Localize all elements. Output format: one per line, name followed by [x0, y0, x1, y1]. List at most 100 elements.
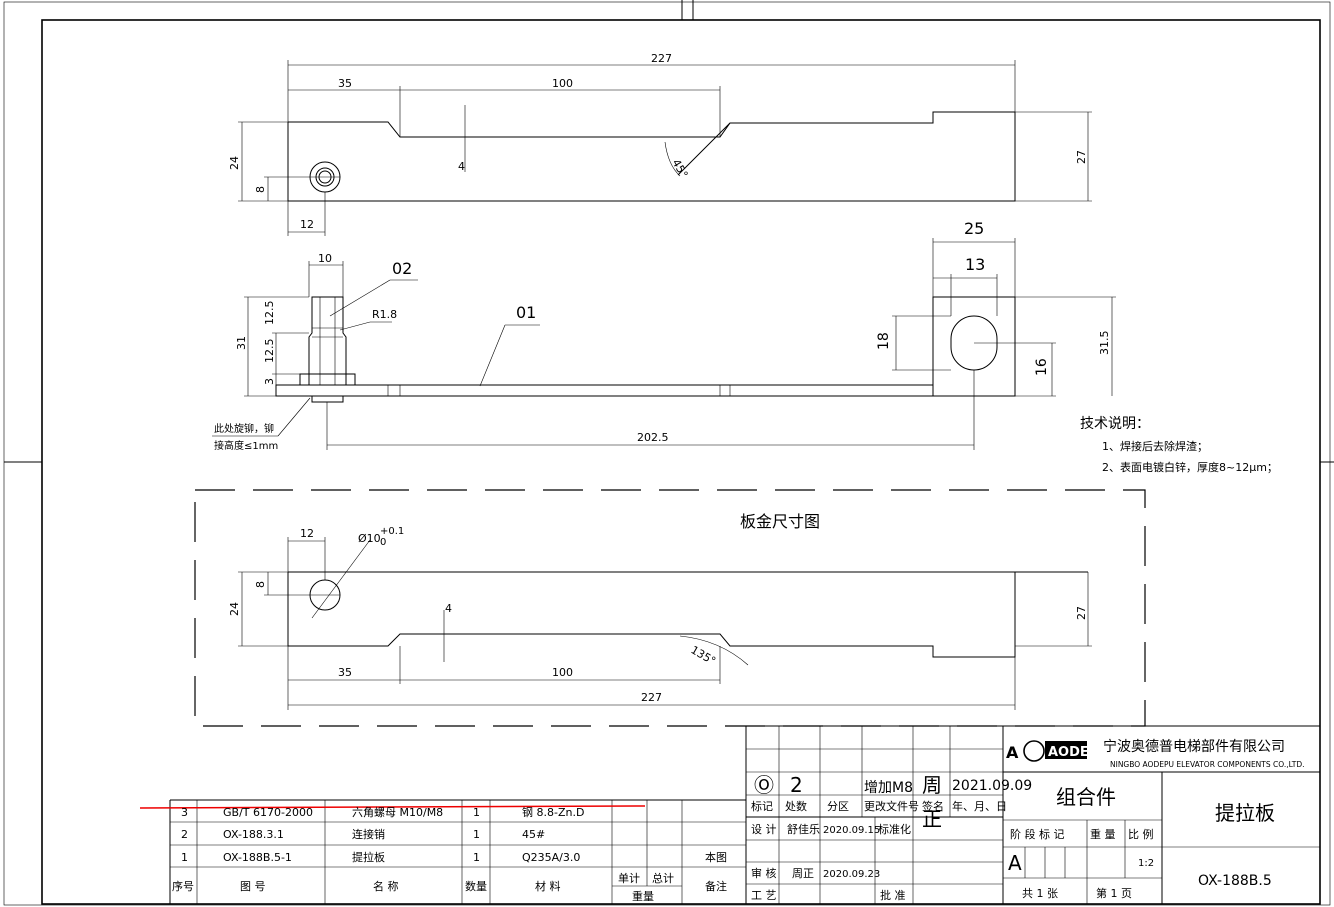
bom-header-name: 名 称 [373, 879, 399, 893]
blank-dim-100: 100 [552, 666, 573, 679]
dim-25: 25 [964, 219, 984, 238]
blank-dim-27: 27 [1075, 606, 1088, 620]
dim-100: 100 [552, 77, 573, 90]
label-01: 01 [516, 303, 536, 322]
dim-27: 27 [1075, 150, 1088, 164]
bom-header-total: 总计 [652, 871, 674, 885]
blank-dim-12: 12 [300, 527, 314, 540]
blank-dim-4: 4 [445, 602, 452, 615]
sign-review-date: 2020.09.23 [823, 869, 880, 880]
bom-cell-mat: 钢 8.8-Zn.D [522, 806, 584, 819]
rev-label-sign: 签名 [922, 799, 944, 813]
blank-view: 板金尺寸图 12 Ø10 +0.1 0 8 24 4 27 35 100 227 [194, 489, 1146, 727]
top-view: 227 35 100 4 45° 24 8 12 27 [228, 52, 1092, 236]
blank-dim-8: 8 [254, 581, 267, 588]
blank-dim-35: 35 [338, 666, 352, 679]
sign-design-label: 设 计 [751, 823, 777, 836]
dim-16: 16 [1034, 358, 1050, 376]
company-name-en: NINGBO AODEPU ELEVATOR COMPONENTS CO.,LT… [1110, 760, 1305, 769]
dim-227: 227 [651, 52, 672, 65]
scale-value: 1:2 [1138, 858, 1154, 869]
drawing-number: OX-188B.5 [1198, 873, 1272, 889]
dim-10: 10 [318, 252, 332, 265]
logo-a: A [1006, 743, 1019, 762]
sign-designer: 舒佳乐 [787, 822, 820, 836]
rev-zone: 增加M8 [864, 780, 913, 796]
bom-cell-name: 提拉板 [352, 850, 385, 864]
company-name-cn: 宁波奥德普电梯部件有限公司 [1103, 738, 1285, 755]
dim-3: 3 [263, 378, 276, 385]
bom-header-weight: 重量 [632, 889, 654, 903]
logo-text: AODEPU [1048, 745, 1109, 760]
blank-dim-tol: +0.1 [380, 526, 404, 537]
dim-35: 35 [338, 77, 352, 90]
blank-view-title: 板金尺寸图 [740, 512, 820, 531]
bom-header-unit: 单计 [618, 872, 640, 885]
rivet-note-line1: 此处旋铆，铆 [214, 422, 274, 435]
scale-label: 比 例 [1128, 827, 1154, 841]
rev-label-zone: 分区 [827, 800, 849, 813]
stage-label: 阶 段 标 记 [1010, 827, 1065, 841]
sheets-total: 共 1 张 [1022, 887, 1058, 900]
rev-label-count: 处数 [785, 800, 807, 813]
bom-header-mat: 材 料 [535, 879, 561, 893]
bom-cell-qty: 1 [473, 828, 480, 841]
sign-process-label: 工 艺 [751, 889, 777, 902]
weight-label: 重 量 [1090, 827, 1116, 841]
dim-12-5b: 12.5 [263, 339, 276, 364]
tech-notes-title: 技术说明： [1080, 416, 1150, 432]
blank-dim-135: 135° [689, 643, 718, 668]
dim-8: 8 [254, 186, 267, 193]
bom-cell-no: 2 [181, 828, 188, 841]
dim-202-5: 202.5 [637, 431, 669, 444]
bom-header-code: 图 号 [240, 880, 266, 893]
bom-cell-name: 六角螺母 M10/M8 [352, 806, 443, 819]
blank-dim-hole: Ø10 [358, 532, 381, 545]
tech-notes: 技术说明： 1、焊接后去除焊渣； 2、表面电镀白锌，厚度8~12μm； [1080, 416, 1278, 474]
sign-review-label: 审 核 [751, 866, 777, 880]
bom-cell-qty: 1 [473, 806, 480, 819]
part-name: 提拉板 [1215, 801, 1275, 825]
rev-date: 2021.09.09 [952, 778, 1032, 794]
side-view: 10 02 R1.8 01 12.5 12.5 31 3 25 13 18 16… [212, 219, 1116, 452]
bom-cell-no: 3 [181, 806, 188, 819]
bom-cell-note: 本图 [705, 850, 727, 864]
blank-dim-tol0: 0 [380, 537, 386, 548]
bom-cell-mat: 45# [522, 828, 545, 841]
bom-cell-mat: Q235A/3.0 [522, 851, 580, 864]
dim-r18: R1.8 [372, 308, 397, 321]
company-logo: A AODEPU [1006, 740, 1109, 762]
dim-13: 13 [965, 255, 985, 274]
dim-45: 45° [669, 157, 690, 180]
sign-reviewer: 周正 [792, 867, 814, 880]
dim-12: 12 [300, 218, 314, 231]
stage-value: A [1008, 851, 1022, 875]
rev-mark: Ⓞ [754, 773, 774, 797]
title-block: A AODEPU 宁波奥德普电梯部件有限公司 NINGBO AODEPU ELE… [1003, 738, 1320, 904]
rivet-note-line2: 接高度≤1mm [214, 439, 278, 452]
blank-dim-24: 24 [228, 602, 241, 616]
blank-dim-227: 227 [641, 691, 662, 704]
dim-31-5: 31.5 [1098, 331, 1111, 356]
bom-header-no: 序号 [172, 879, 194, 893]
bom-cell-code: OX-188.3.1 [223, 828, 284, 841]
bom-cell-qty: 1 [473, 851, 480, 864]
dim-4: 4 [458, 160, 465, 173]
rev-signer: 周 [922, 773, 942, 797]
tech-note-1: 1、焊接后去除焊渣； [1102, 439, 1208, 453]
rev-label-file: 更改文件号 [864, 799, 919, 813]
dim-12-5a: 12.5 [263, 301, 276, 326]
bom-header-note: 备注 [705, 879, 727, 893]
outer-frame [3, 1, 1331, 906]
bom-cell-code: OX-188B.5-1 [223, 851, 292, 864]
dim-18: 18 [876, 332, 892, 350]
sign-design-date: 2020.09.15 [823, 825, 880, 836]
bom-cell-code: GB/T 6170-2000 [223, 806, 313, 819]
label-02: 02 [392, 259, 412, 278]
rev-label-mark: 标记 [751, 799, 773, 813]
dim-31: 31 [235, 336, 248, 350]
bom-header-qty: 数量 [465, 880, 487, 893]
revision-block: Ⓞ 2 增加M8 周 正 2021.09.09 标记 处数 分区 更改文件号 签… [746, 725, 1320, 904]
